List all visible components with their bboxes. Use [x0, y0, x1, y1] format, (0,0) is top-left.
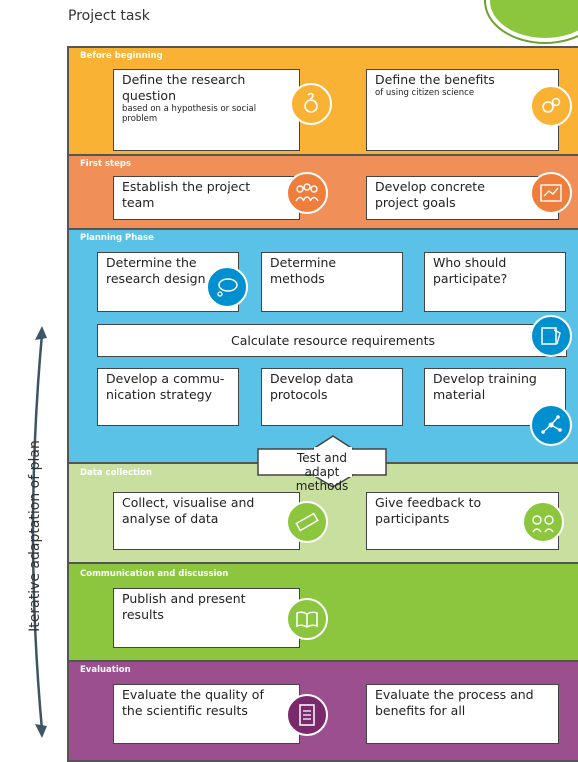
box-main-text: Establish the project team [122, 179, 251, 210]
box-research-question: Define the research question based on a … [113, 69, 300, 151]
box-project-team: Establish the project team [113, 176, 300, 220]
test-adapt-label: Test and adapt methods [295, 451, 349, 493]
checklist-icon [286, 694, 328, 736]
thinking-person-icon [290, 83, 332, 125]
box-publish-results: Publish and present results [113, 588, 300, 648]
side-label: Iterative adaptation of plan [27, 440, 43, 632]
section-label: Data collection [80, 468, 152, 478]
box-main-text: Develop concrete project goals [375, 179, 485, 210]
box-text: Determine the research design [106, 255, 206, 286]
box-data-protocols: Develop data protocols [261, 368, 403, 426]
network-icon [530, 404, 572, 446]
map-icon [530, 172, 572, 214]
section-label: Before beginning [80, 51, 163, 61]
box-text: Calculate resource requirements [230, 333, 436, 348]
box-main-text: Define the benefits [375, 72, 495, 87]
page-title: Project task [68, 8, 150, 24]
box-text: Collect, visualise and analyse of data [122, 495, 255, 526]
test-adapt-arrow [257, 435, 387, 488]
box-sub-text: of using citizen science [375, 88, 475, 98]
box-give-feedback: Give feedback to participants [366, 492, 559, 550]
box-text: Evaluate the process and benefits for al… [375, 687, 534, 718]
box-text: Who should participate? [433, 255, 508, 286]
box-text: Develop data protocols [270, 371, 354, 402]
box-project-goals: Develop concrete project goals [366, 176, 559, 220]
box-text: Develop a commu-nication strategy [106, 371, 225, 402]
box-evaluate-quality: Evaluate the quality of the scientific r… [113, 684, 300, 744]
calculator-icon [530, 315, 572, 357]
box-benefits: Define the benefits of using citizen sci… [366, 69, 559, 151]
box-communication-strategy: Develop a commu-nication strategy [97, 368, 239, 426]
box-collect-data: Collect, visualise and analyse of data [113, 492, 300, 550]
iterative-arrow [31, 326, 47, 738]
feedback-people-icon [522, 501, 564, 543]
ruler-icon [286, 501, 328, 543]
top-circle-decoration [486, 0, 578, 42]
box-text: Develop training material [433, 371, 537, 402]
box-main-text: Define the research question [122, 72, 246, 103]
gears-head-icon [530, 85, 572, 127]
box-text: Publish and present results [122, 591, 246, 622]
box-text: Evaluate the quality of the scientific r… [122, 687, 264, 718]
box-evaluate-process: Evaluate the process and benefits for al… [366, 684, 559, 744]
thought-bubble-icon [206, 266, 248, 308]
box-text: Determine methods [270, 255, 337, 286]
box-resource-requirements: Calculate resource requirements [97, 324, 567, 357]
box-who-participate: Who should participate? [424, 252, 566, 312]
section-label: Evaluation [80, 665, 131, 675]
team-icon [286, 172, 328, 214]
box-sub-text: based on a hypothesis or social problem [122, 104, 257, 124]
section-label: Planning Phase [80, 233, 154, 243]
open-book-icon [286, 598, 328, 640]
section-label: First steps [80, 159, 132, 169]
box-determine-methods: Determine methods [261, 252, 403, 312]
section-label: Communication and discussion [80, 569, 229, 579]
box-text: Give feedback to participants [375, 495, 482, 526]
